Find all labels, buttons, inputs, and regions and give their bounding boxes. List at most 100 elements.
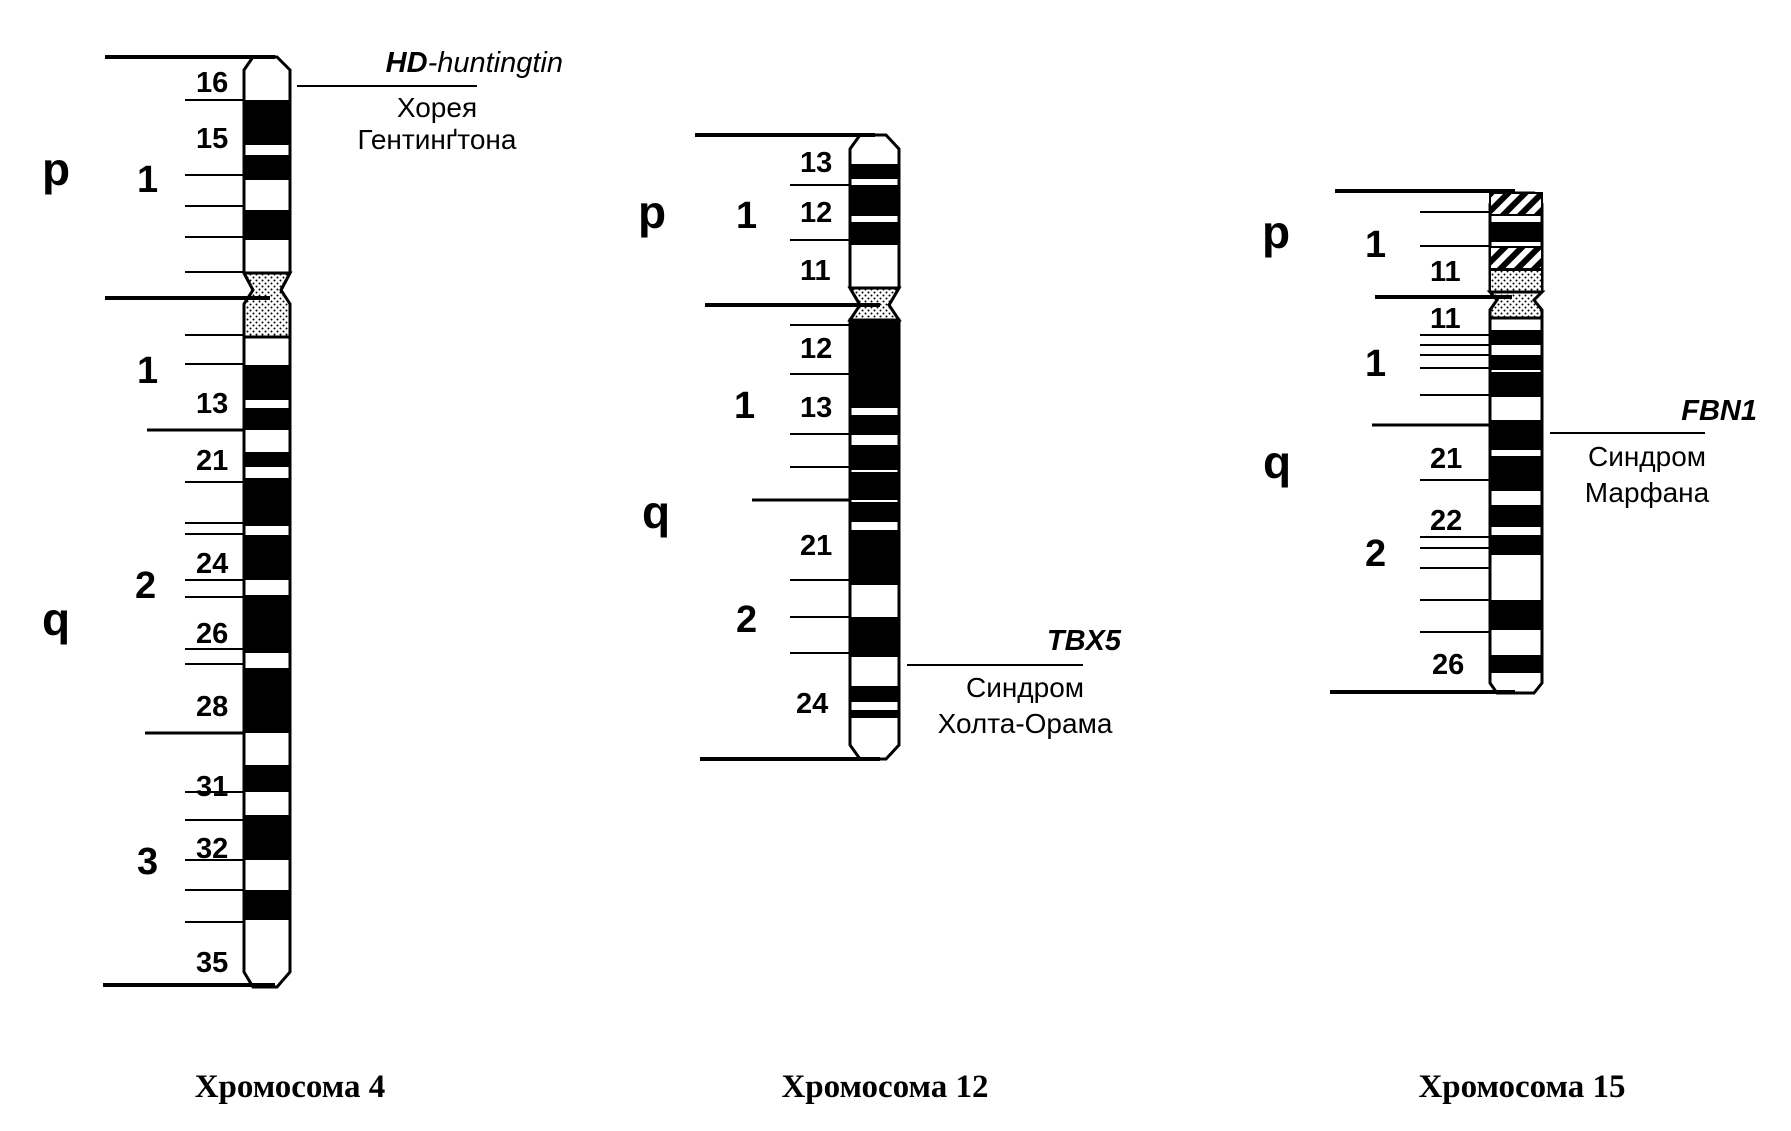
chr4-band-dark xyxy=(244,100,290,145)
chr4-band-label: 28 xyxy=(196,691,228,723)
chr4-band-label: 16 xyxy=(196,67,228,99)
chr15-band-dark xyxy=(1490,456,1542,491)
chr4-gene-suffix: -huntingtin xyxy=(428,47,563,79)
chr12-band-dark xyxy=(850,710,899,718)
chr4-band-dark xyxy=(244,452,290,467)
chr15-band-dark xyxy=(1490,330,1542,345)
chr12-ticks xyxy=(790,184,850,654)
chr15-disease-label: Марфана xyxy=(1585,477,1710,508)
chr4-band-dark xyxy=(244,815,290,860)
chr4-gene-symbol: HD xyxy=(386,47,428,79)
chr4-band-dark xyxy=(244,408,290,430)
chr4-q-arm-outline xyxy=(242,335,292,989)
chr4-band-label: 24 xyxy=(196,548,228,580)
chr12-band-dark xyxy=(850,222,899,245)
chr12-band-label: 11 xyxy=(800,255,831,287)
chr4-band-label: 32 xyxy=(196,833,228,865)
chromosome-4: p q 1 1 2 3 16 15 13 21 24 26 28 31 32 3… xyxy=(42,47,563,1105)
chr4-disease-label: Хорея xyxy=(397,92,477,123)
chr4-band-dark xyxy=(244,365,290,400)
chr12-region-label: 1 xyxy=(734,385,755,427)
chr12-band-dark xyxy=(850,164,899,179)
chr12-band-label: 13 xyxy=(800,392,832,424)
chr15-band-label: 26 xyxy=(1432,649,1464,681)
chr4-region-label: 3 xyxy=(137,841,158,883)
chr15-band-dark xyxy=(1490,222,1542,242)
chr15-band-label: 21 xyxy=(1430,443,1462,475)
chr12-ideogram xyxy=(847,133,902,761)
chr4-band-label: 21 xyxy=(196,445,228,477)
chr15-band-dark xyxy=(1490,535,1542,555)
chr15-region-label: 1 xyxy=(1365,224,1386,266)
chr12-caption: Хромосома 12 xyxy=(781,1069,988,1105)
chr15-band-dark xyxy=(1490,655,1542,673)
chr12-band-dark xyxy=(850,472,899,500)
chr12-band-label: 21 xyxy=(800,530,832,562)
chr15-ideogram xyxy=(1486,191,1546,695)
chr15-caption: Хромосома 15 xyxy=(1418,1069,1625,1105)
chr4-region-label: 1 xyxy=(137,350,158,392)
chr15-gene-symbol: FBN1 xyxy=(1681,395,1757,427)
chr4-band-dark xyxy=(244,595,290,653)
chr12-band-dark xyxy=(850,445,899,470)
chr4-band-label: 13 xyxy=(196,388,228,420)
chr12-band-label: 24 xyxy=(796,688,828,720)
chr4-band-dark xyxy=(244,478,290,526)
chr12-band-dark xyxy=(850,617,899,657)
chr15-band-dark xyxy=(1490,505,1542,527)
chr4-region-label: 1 xyxy=(137,159,158,201)
chr12-arm-q-label: q xyxy=(642,486,670,538)
chr15-ticks xyxy=(1420,211,1490,633)
chr12-gene-label: TBX5 xyxy=(1047,625,1122,657)
chr12-band-dark xyxy=(850,502,899,522)
chr12-gene-symbol: TBX5 xyxy=(1047,625,1122,657)
chr4-gene-label: HD-huntingtin xyxy=(386,47,563,79)
chr4-ticks xyxy=(185,99,244,923)
chr15-band-dark xyxy=(1490,600,1542,630)
chr4-band-label: 35 xyxy=(196,947,228,979)
chr15-band-dark xyxy=(1490,355,1542,370)
chr4-band-dark xyxy=(244,535,290,580)
chr12-band-label: 12 xyxy=(800,333,832,365)
chr12-band-dark xyxy=(850,530,899,585)
chr12-band-dark xyxy=(850,320,899,408)
chr12-arm-p-label: p xyxy=(638,186,666,238)
chr12-band-label: 13 xyxy=(800,147,832,179)
chr4-band-dark xyxy=(244,210,290,240)
chr4-band-label: 31 xyxy=(196,771,228,803)
chr12-disease-label: Холта-Орама xyxy=(938,708,1113,739)
chr12-region-label: 2 xyxy=(736,599,757,641)
chr15-band-dark xyxy=(1490,372,1542,397)
chr15-band-label: 11 xyxy=(1430,303,1461,335)
chr4-centromere xyxy=(241,271,293,339)
chr12-disease-label: Синдром xyxy=(966,672,1084,703)
chr4-band-dark xyxy=(244,155,290,180)
chr12-band-dark xyxy=(850,185,899,216)
chr12-p-arm-outline xyxy=(848,133,901,307)
chr15-band-stalk xyxy=(1489,269,1543,293)
chr15-region-label: 1 xyxy=(1365,343,1386,385)
chr15-band-hatched xyxy=(1489,192,1543,216)
chr4-ideogram xyxy=(241,55,293,989)
chr4-disease-label: Гентинґтона xyxy=(358,124,517,155)
chr15-band-label: 11 xyxy=(1430,256,1461,288)
chromosome-15: p q 1 1 2 11 11 21 22 26 FBN1 Синдром Ма… xyxy=(1262,189,1757,1105)
chr15-arm-q-label: q xyxy=(1263,436,1291,488)
chr12-region-label: 1 xyxy=(736,195,757,237)
chr15-band-dark xyxy=(1490,420,1542,450)
chr4-arm-p-label: p xyxy=(42,143,70,195)
chr15-disease-label: Синдром xyxy=(1588,441,1706,472)
chr4-caption: Хромосома 4 xyxy=(195,1069,386,1105)
chr15-region-label: 2 xyxy=(1365,533,1386,575)
chr4-arm-q-label: q xyxy=(42,593,70,645)
chr4-band-dark xyxy=(244,668,290,733)
chr4-band-dark xyxy=(244,765,290,792)
chr4-band-label: 26 xyxy=(196,618,228,650)
chr12-band-dark xyxy=(850,415,899,435)
chr15-band-hatched xyxy=(1489,246,1543,270)
chr4-band-label: 15 xyxy=(196,123,228,155)
chr12-band-label: 12 xyxy=(800,197,832,229)
chr15-band-label: 22 xyxy=(1430,505,1462,537)
chr4-band-dark xyxy=(244,890,290,920)
